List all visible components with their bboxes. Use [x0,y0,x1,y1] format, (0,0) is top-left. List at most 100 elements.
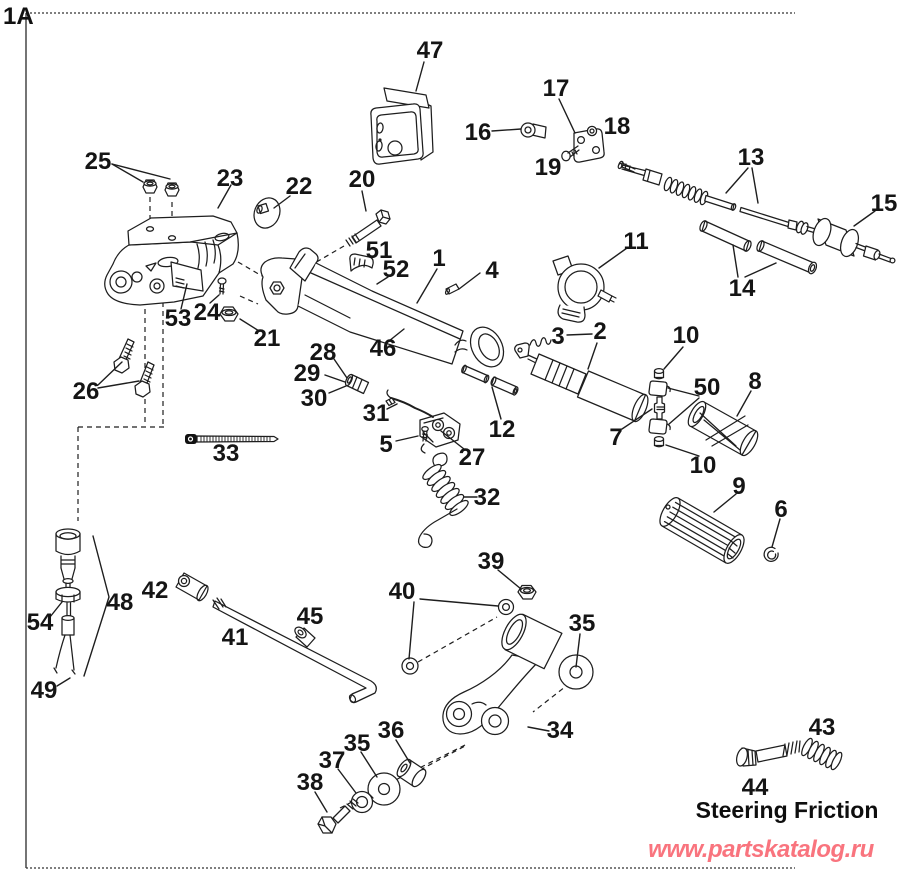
part-label-21: 21 [254,325,281,352]
part-label-26: 26 [73,378,100,405]
page-corner-label: 1A [3,3,34,30]
part-label-51: 51 [366,237,393,264]
part-9-grip [659,497,745,564]
part-label-49: 49 [31,677,58,704]
part-36-bushing [396,758,427,788]
part-3-spring-clip [529,337,552,347]
part-label-13: 13 [738,144,765,171]
part-21-nut [219,306,239,322]
part-label-7: 7 [609,424,622,451]
part-label-5: 5 [379,431,392,458]
part-label-53: 53 [165,305,192,332]
part-label-17: 17 [543,75,570,102]
part-38-bolt [317,798,359,834]
part-label-24: 24 [194,299,221,326]
part-label-52: 52 [383,256,410,283]
part-51-clip [349,253,374,272]
part-10-bushing-bottom [653,435,665,448]
dashed-assembly-lines [77,197,571,809]
part-41-link-rod [212,597,377,704]
part-label-9: 9 [732,473,745,500]
part-label-45: 45 [297,603,324,630]
part-label-19: 19 [535,154,562,181]
part-label-28: 28 [310,339,337,366]
part-37-lock-washer [350,790,374,814]
part-50-links [648,380,671,435]
leader-lines [49,61,876,813]
part-label-8: 8 [748,368,761,395]
page-frame [25,12,795,869]
part-33-cable-tie [185,434,279,444]
diagram-title: Steering Friction [696,797,879,823]
part-label-48: 48 [107,589,134,616]
part-label-43: 43 [809,714,836,741]
part-label-23: 23 [217,165,244,192]
part-28-spacer [344,373,370,395]
part-label-47: 47 [417,37,444,64]
parts-artwork [53,87,896,834]
part-label-25: 25 [85,148,112,175]
part-13-cable [617,162,820,235]
part-19-screw [561,145,580,162]
part-11-clamp [552,255,617,323]
part-label-41: 41 [222,624,249,651]
part-label-30: 30 [301,385,328,412]
part-43-friction-spring [801,737,843,771]
part-40-washers [401,598,515,675]
part-labels: 1234567891010111213141516171819202122232… [27,37,898,801]
part-label-15: 15 [871,190,898,217]
part-7-pin [653,396,666,420]
part-2-swivel-shaft [514,342,649,423]
part-label-2: 2 [593,318,606,345]
part-6-retainer-ring [763,546,779,562]
part-23-steering-bracket [104,215,239,306]
part-39-nut [517,584,537,600]
part-label-50: 50 [694,374,721,401]
part-label-46: 46 [370,335,397,362]
part-label-20: 20 [349,166,376,193]
part-label-10a: 10 [673,322,700,349]
part-label-1: 1 [432,245,445,272]
part-44-friction-bolt [735,740,801,767]
part-16-eyelet [520,122,547,139]
watermark: www.partskatalog.ru [648,836,875,863]
part-label-34: 34 [547,717,574,744]
part-47-mount-cover [370,87,434,165]
part-label-29: 29 [294,360,321,387]
part-label-22: 22 [286,173,313,200]
part-26-bolts [113,338,155,398]
part-label-27: 27 [459,444,486,471]
part-label-36: 36 [378,717,405,744]
part-label-32: 32 [474,484,501,511]
part-22-knob [253,197,281,229]
part-20-bolt [345,209,391,247]
part-12-tubes [461,364,519,396]
part-label-14: 14 [729,275,756,302]
part-27-latch [419,412,461,454]
part-5-screw [421,425,429,442]
part-label-42: 42 [142,577,169,604]
part-label-35b: 35 [344,730,371,757]
part-label-33: 33 [213,440,240,467]
part-label-12: 12 [489,416,516,443]
part-10-bushing-top [653,367,665,380]
part-label-4: 4 [485,257,499,284]
part-label-54: 54 [27,609,54,636]
part-label-39: 39 [478,548,505,575]
part-label-38: 38 [297,769,324,796]
part-label-10b: 10 [690,452,717,479]
part-54-knob-assembly [53,528,110,677]
part-8-grip-sleeve [687,400,759,457]
part-label-11: 11 [623,228,648,255]
part-label-16: 16 [465,119,492,146]
part-label-6: 6 [774,496,787,523]
part-label-3: 3 [551,323,564,350]
part-17-plate [573,128,605,163]
part-46-tiller-arm [260,247,505,368]
part-34-steering-lever [442,613,563,736]
part-32-spring [417,452,469,548]
part-45-spacer [294,626,316,648]
part-label-18: 18 [604,113,631,140]
